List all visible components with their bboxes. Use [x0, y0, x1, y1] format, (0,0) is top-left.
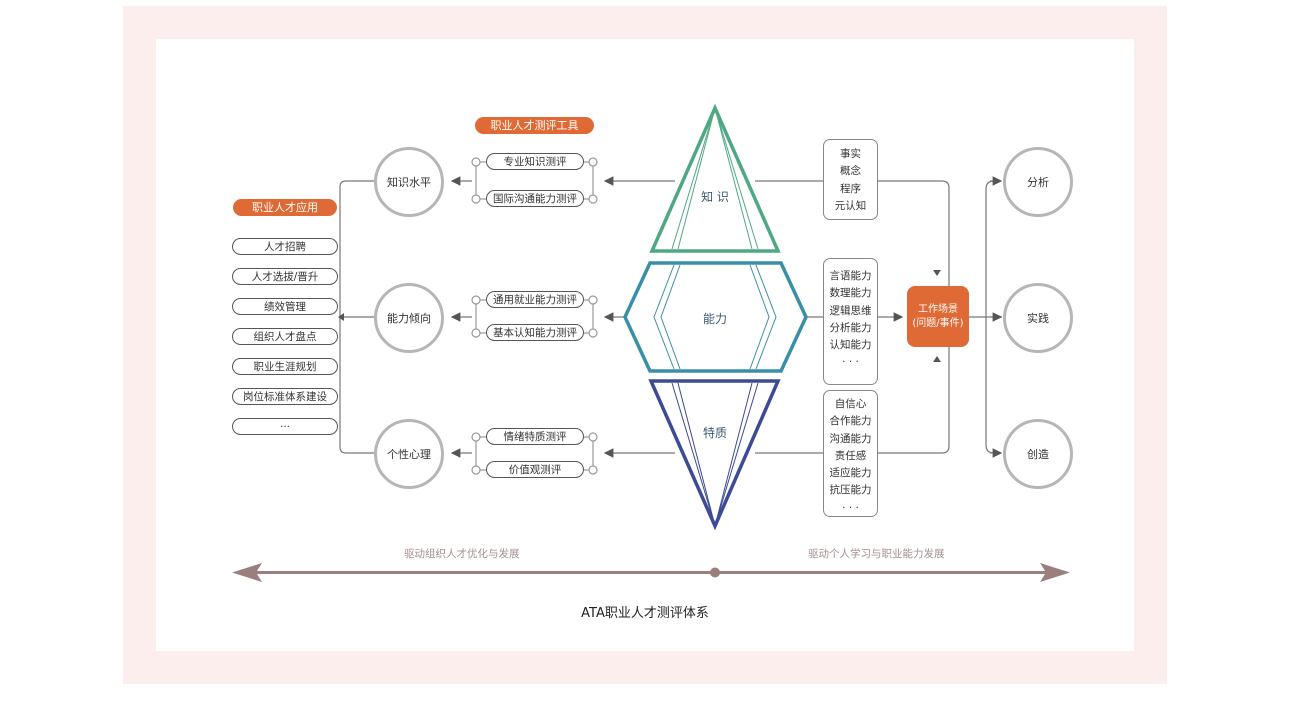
left-arrowhead-icon: [232, 563, 262, 582]
component-item: 元认知: [834, 199, 867, 212]
application-item-more[interactable]: ···: [232, 418, 338, 435]
right-arrowhead-icon: [1040, 563, 1070, 582]
level-ability[interactable]: 能力倾向: [374, 283, 444, 353]
level-personality[interactable]: 个性心理: [374, 419, 444, 489]
application-item[interactable]: 组织人才盘点: [232, 328, 338, 345]
ability-hexagon: [623, 261, 808, 373]
tool-item[interactable]: 通用就业能力测评: [486, 291, 584, 308]
knowledge-triangle: [649, 103, 781, 253]
tool-item[interactable]: 基本认知能力测评: [486, 324, 584, 341]
component-item: 事实: [840, 148, 861, 160]
knowledge-to-scene-connector: [755, 180, 950, 286]
component-item: 概念: [840, 165, 861, 178]
knowledge-label: 知 识: [701, 190, 729, 204]
levels-to-apps-connector: [339, 180, 374, 454]
component-item: 适应能力: [829, 467, 872, 480]
knowledge-components: 事实 概念 程序 元认知: [823, 139, 878, 220]
trait-label: 特质: [702, 426, 727, 440]
component-item: 自信心: [834, 398, 867, 410]
applications-header: 职业人才应用: [233, 199, 337, 216]
trait-triangle: [648, 379, 781, 531]
work-scene-box[interactable]: 工作场景 (问题/事件): [907, 286, 969, 347]
axis-right-caption: 驱动个人学习与职业能力发展: [808, 548, 945, 560]
component-item: 数理能力: [829, 287, 872, 300]
level-knowledge[interactable]: 知识水平: [374, 147, 444, 217]
component-item: 言语能力: [829, 270, 872, 282]
diagram-title: ATA职业人才测评体系: [581, 606, 709, 621]
tool-bracket-trait: [471, 432, 598, 475]
tool-item[interactable]: 价值观测评: [486, 461, 584, 478]
application-item[interactable]: 职业生涯规划: [232, 358, 338, 375]
component-item: 认知能力: [829, 339, 872, 352]
tool-bracket-ability: [471, 295, 598, 338]
apps-arrow-icon: [338, 313, 344, 321]
component-item: 责任感: [834, 449, 867, 462]
trait-components: 自信心 合作能力 沟通能力 责任感 适应能力 抗压能力 · · ·: [823, 390, 878, 517]
axis-center-dot: [710, 567, 720, 578]
tool-item[interactable]: 专业知识测评: [486, 153, 584, 170]
component-item: 抗压能力: [829, 484, 872, 497]
up-arrow-icon: [933, 356, 941, 362]
down-arrow-icon: [933, 270, 941, 276]
component-item: 逻辑思维: [829, 304, 872, 317]
tool-bracket-knowledge: [471, 157, 598, 204]
axis-left-caption: 驱动组织人才优化与发展: [404, 548, 520, 560]
component-item: 沟通能力: [829, 432, 872, 445]
development-axis: [232, 563, 1070, 582]
work-scene-title: 工作场景: [918, 303, 958, 315]
outcome-practice[interactable]: 实践: [1003, 283, 1073, 353]
outcome-analysis[interactable]: 分析: [1003, 147, 1073, 217]
component-item: · · ·: [842, 356, 859, 369]
application-item[interactable]: 人才选拔/晋升: [232, 268, 338, 285]
ability-components: 言语能力 数理能力 逻辑思维 分析能力 认知能力 · · ·: [823, 258, 878, 385]
component-item: · · ·: [842, 501, 859, 514]
tool-item[interactable]: 情绪特质测评: [486, 428, 584, 445]
ability-label: 能力: [702, 312, 727, 326]
application-item[interactable]: 人才招聘: [232, 238, 338, 255]
application-item[interactable]: 绩效管理: [232, 298, 338, 315]
trait-to-scene-connector: [755, 347, 950, 454]
outcome-creation[interactable]: 创造: [1003, 419, 1073, 489]
application-item[interactable]: 岗位标准体系建设: [232, 388, 338, 405]
tools-header: 职业人才测评工具: [475, 117, 594, 134]
tool-item[interactable]: 国际沟通能力测评: [486, 190, 584, 207]
component-item: 合作能力: [829, 415, 872, 428]
component-item: 分析能力: [829, 321, 872, 334]
work-scene-subtitle: (问题/事件): [912, 317, 964, 329]
component-item: 程序: [840, 182, 861, 195]
